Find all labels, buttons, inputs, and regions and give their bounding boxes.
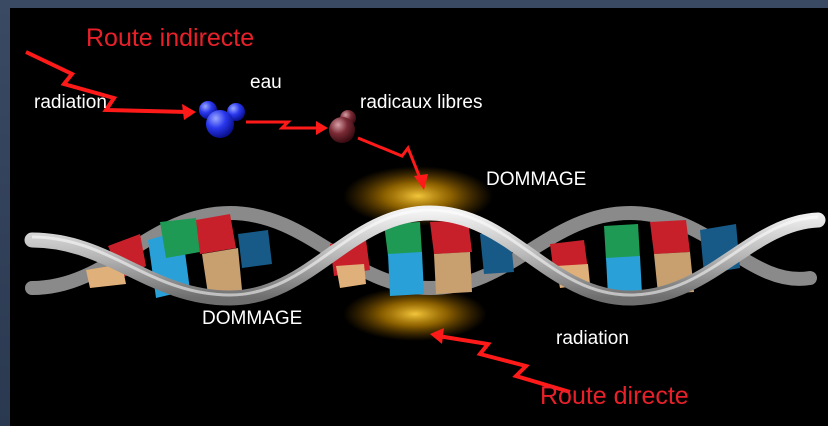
- free-radical-molecule-icon: [329, 110, 356, 143]
- free-radicals-label: radicaux libres: [360, 92, 483, 114]
- diagram-frame: Route indirecte radiation eau radicaux l…: [10, 8, 828, 426]
- damage-bottom-label: DOMMAGE: [202, 308, 302, 330]
- water-molecule-icon: [199, 101, 245, 138]
- damage-top-label: DOMMAGE: [486, 169, 586, 191]
- arrowhead-icon: [182, 104, 196, 120]
- radiation-top-label: radiation: [34, 92, 107, 114]
- water-label: eau: [250, 72, 282, 94]
- arrowhead-icon: [316, 121, 328, 135]
- direct-route-label: Route directe: [540, 382, 689, 411]
- indirect-route-label: Route indirecte: [86, 24, 254, 53]
- damage-glow-bottom: [343, 287, 487, 341]
- reaction-arrow: [246, 122, 318, 128]
- radiation-bottom-label: radiation: [556, 328, 629, 350]
- diagram-canvas: [10, 8, 828, 426]
